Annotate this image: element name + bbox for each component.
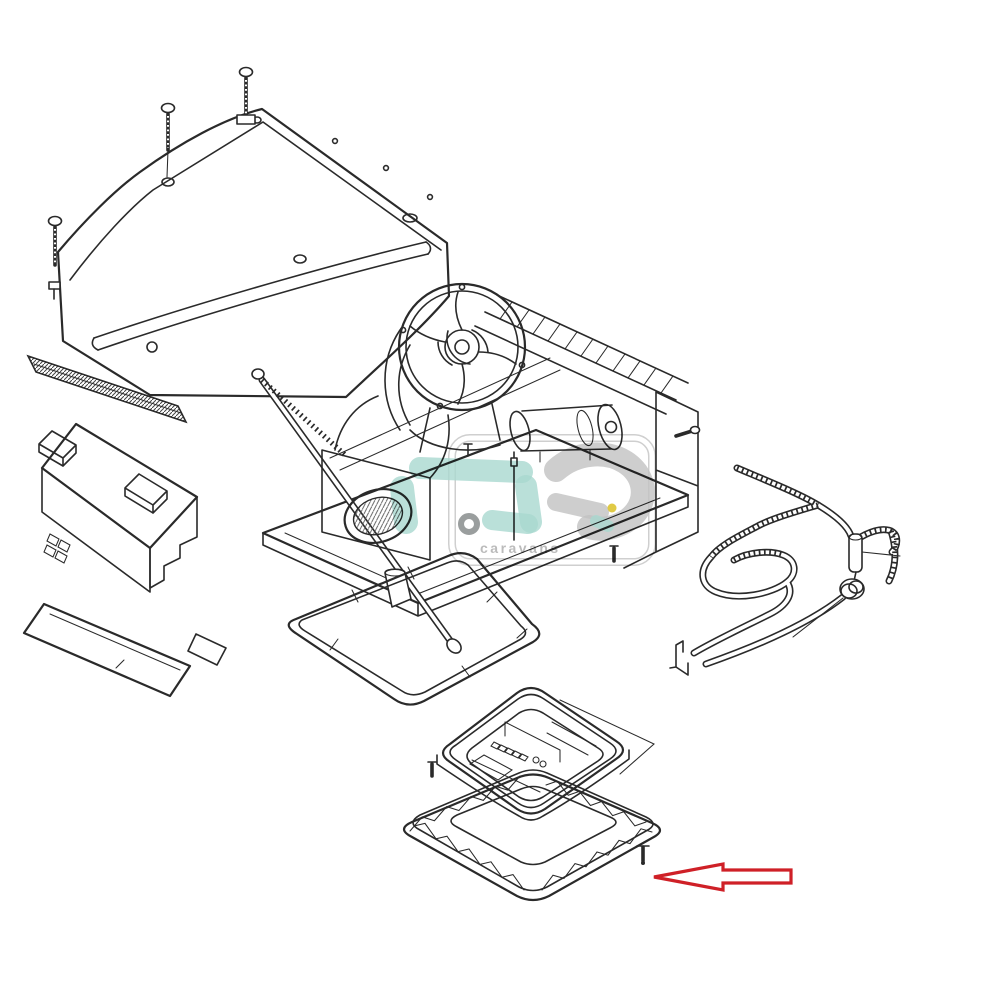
refrigerant-tube-assembly xyxy=(669,464,901,676)
cover-screw-dot xyxy=(331,137,339,145)
cover-screw-dot xyxy=(426,193,434,201)
capillary-coil xyxy=(792,578,865,638)
drain-spout xyxy=(384,568,412,608)
tube-hatch-overlays xyxy=(708,465,900,583)
box-screw xyxy=(427,761,437,778)
foam-air-box xyxy=(38,422,199,593)
mounting-screws xyxy=(47,66,256,300)
base-tray-panel xyxy=(22,602,227,698)
truss-pattern xyxy=(409,775,653,891)
sealing-gasket xyxy=(287,552,541,706)
frame-screw xyxy=(636,845,650,865)
watermark-ring xyxy=(458,513,480,535)
mounting-frame xyxy=(402,769,662,902)
cover-screw-dot xyxy=(382,164,390,172)
bolt xyxy=(48,281,61,300)
watermark-yellow-dot xyxy=(607,503,617,513)
condenser-coil xyxy=(474,294,689,415)
watermark: caravans xyxy=(390,434,656,566)
watermark-logo xyxy=(390,442,655,541)
side-vent-grille xyxy=(26,354,188,424)
tube-bracket xyxy=(669,640,689,676)
condenser-fan xyxy=(384,282,527,453)
watermark-text: caravans xyxy=(480,540,561,556)
screw xyxy=(160,102,176,178)
pointer-arrow xyxy=(653,862,793,892)
roof-shroud xyxy=(56,107,451,399)
screw xyxy=(47,215,63,267)
filter-dryer xyxy=(848,533,863,582)
screw xyxy=(236,66,256,125)
